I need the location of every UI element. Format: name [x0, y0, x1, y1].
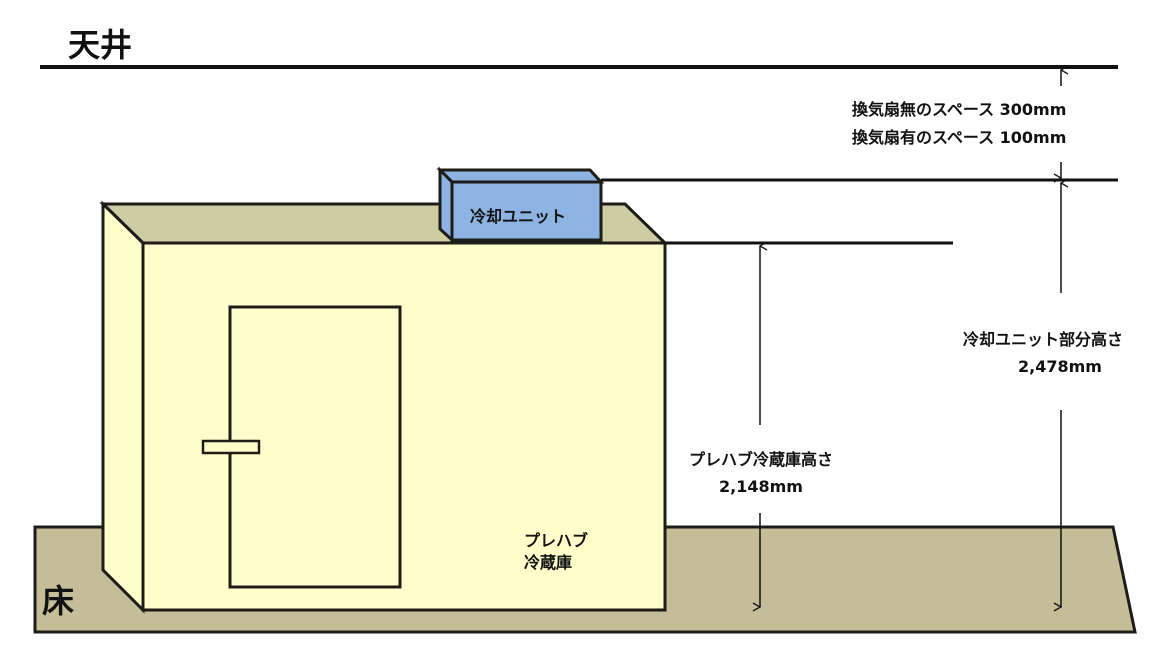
fridge-label-line2: 冷蔵庫 — [524, 553, 572, 572]
fridge-side — [101, 200, 145, 614]
fridge-label-line1: プレハブ — [524, 531, 588, 550]
unit-front — [450, 180, 603, 242]
unit-height-title: 冷却ユニット部分高さ — [963, 330, 1123, 349]
fridge-front — [141, 241, 667, 612]
ceiling-label: 天井 — [68, 26, 132, 64]
space-with-fan-label: 換気扇有のスペース 100mm — [852, 128, 1066, 147]
unit-height-value: 2,478mm — [1018, 357, 1102, 376]
cooling-unit: 冷却ユニット — [436, 166, 605, 244]
fridge-height-title: プレハブ冷蔵庫高さ — [689, 450, 833, 469]
fridge-height-value: 2,148mm — [719, 477, 803, 496]
space-no-fan-label: 換気扇無のスペース 300mm — [852, 100, 1066, 119]
unit-label: 冷却ユニット — [470, 207, 566, 226]
door-handle — [201, 439, 261, 455]
unit-side — [438, 166, 454, 244]
unit-top — [436, 168, 605, 184]
prefab-refrigerator: プレハブ 冷蔵庫 — [99, 200, 669, 614]
floor-label: 床 — [42, 582, 74, 620]
